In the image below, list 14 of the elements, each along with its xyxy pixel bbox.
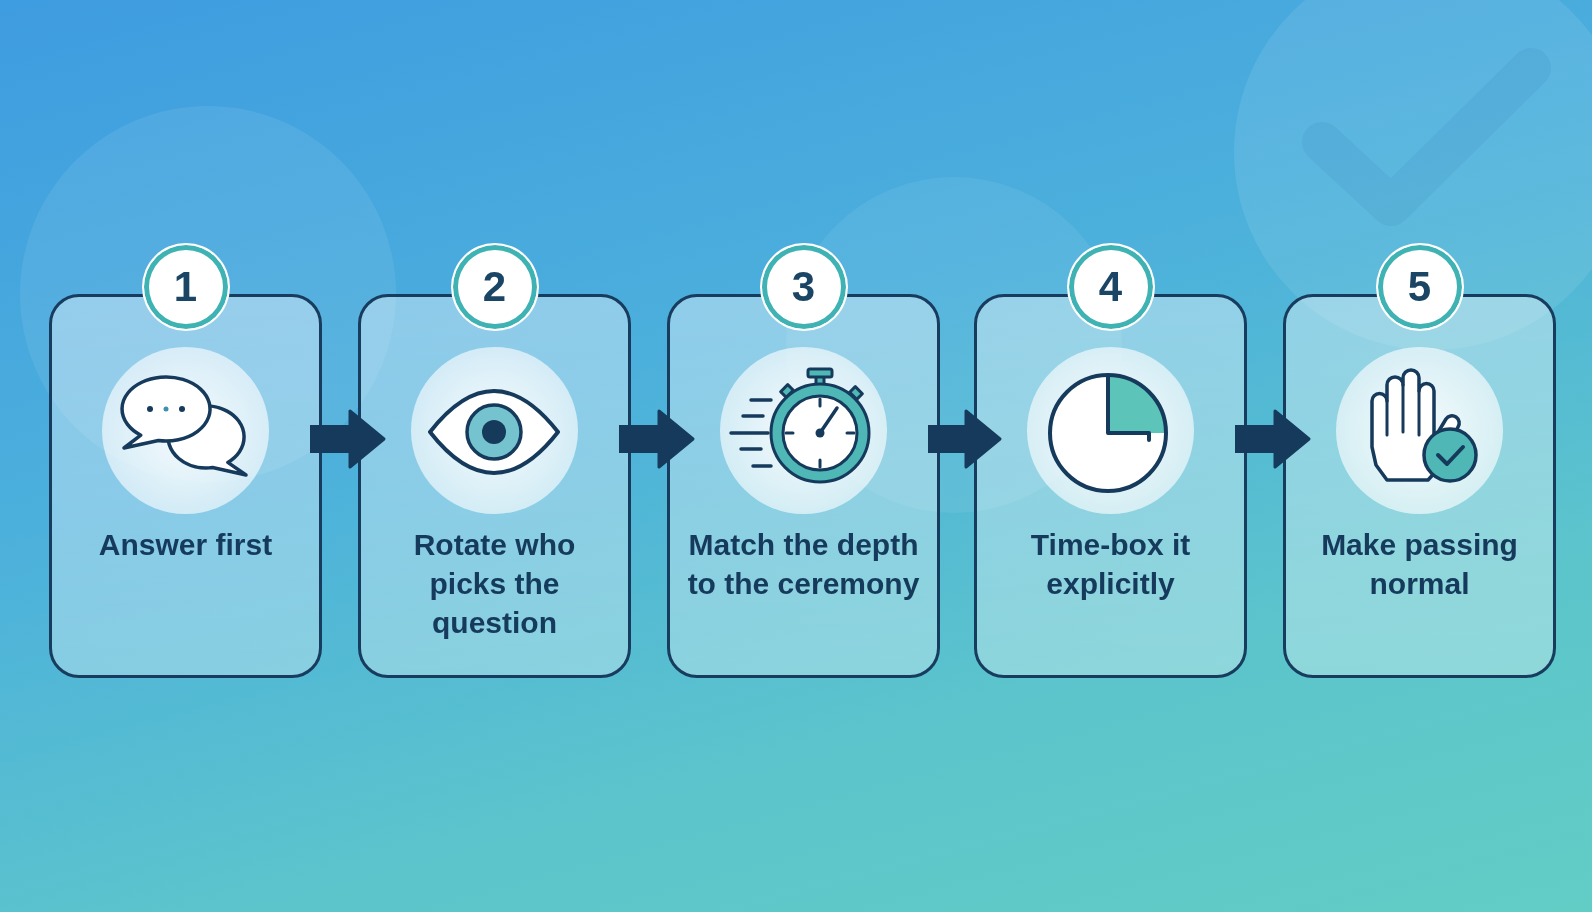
arrow xyxy=(928,409,1002,469)
step-number: 2 xyxy=(450,243,539,331)
step-number: 4 xyxy=(1066,243,1155,331)
step-number: 3 xyxy=(759,243,848,331)
arrow xyxy=(619,409,695,469)
step-number: 5 xyxy=(1375,243,1464,331)
step-title: Time-box it explicitly xyxy=(1029,527,1192,602)
step-title: Answer first xyxy=(97,527,274,563)
step-title: Match the depth to the ceremony xyxy=(686,527,921,602)
step-title: Make passing normal xyxy=(1320,527,1519,602)
step-title: Rotate who picks the question xyxy=(412,527,577,641)
step-number: 1 xyxy=(141,243,230,331)
arrow xyxy=(1235,409,1311,469)
arrow xyxy=(310,409,386,469)
